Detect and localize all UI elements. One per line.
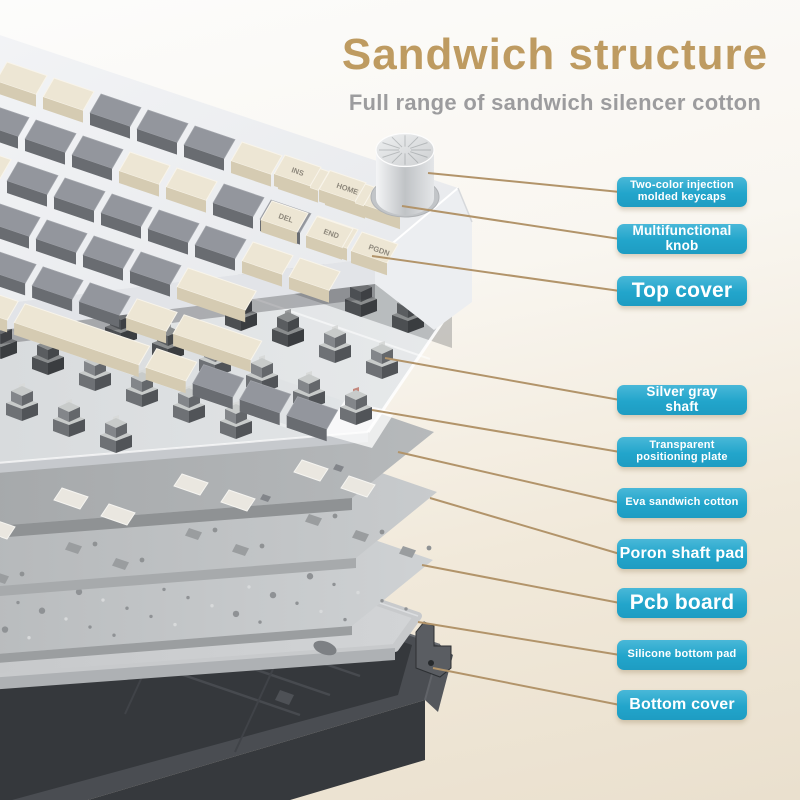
callout-bottom-cover: Bottom cover	[617, 690, 747, 720]
keycap-legend: INS	[290, 165, 305, 178]
nav-cluster-keys: INSHOMEPGUPDELENDPGDN	[260, 154, 412, 276]
callout-pcb: Pcb board	[617, 588, 747, 618]
callout-silicone: Silicone bottom pad	[617, 640, 747, 670]
callout-lines	[371, 172, 621, 706]
page-subtitle: Full range of sandwich silencer cotton	[348, 90, 762, 115]
callout-shaft: Silver gray shaft	[617, 385, 747, 415]
callout-eva: Eva sandwich cotton	[617, 488, 747, 518]
callout-line-pcb	[421, 564, 621, 604]
keycaps	[0, 59, 377, 442]
callout-line-shaft	[384, 357, 621, 401]
callout-line-keycaps	[427, 172, 621, 193]
callout-poron: Poron shaft pad	[617, 539, 747, 569]
callout-line-bottom-cover	[432, 667, 621, 706]
callout-knob: Multifunctional knob	[617, 224, 747, 254]
callout-top-cover: Top cover	[617, 276, 747, 306]
callout-line-top-cover	[371, 255, 621, 292]
knob	[370, 132, 440, 218]
callout-plate: Transparent positioning plate	[617, 437, 747, 467]
page-title: Sandwich structure	[341, 30, 769, 79]
callout-line-plate	[371, 409, 621, 453]
callout-line-silicone	[417, 621, 621, 656]
callout-line-knob	[401, 205, 621, 240]
callout-line-poron	[429, 497, 621, 555]
callout-keycaps: Two-color injection molded keycaps	[617, 177, 747, 207]
callout-line-eva	[397, 451, 621, 504]
